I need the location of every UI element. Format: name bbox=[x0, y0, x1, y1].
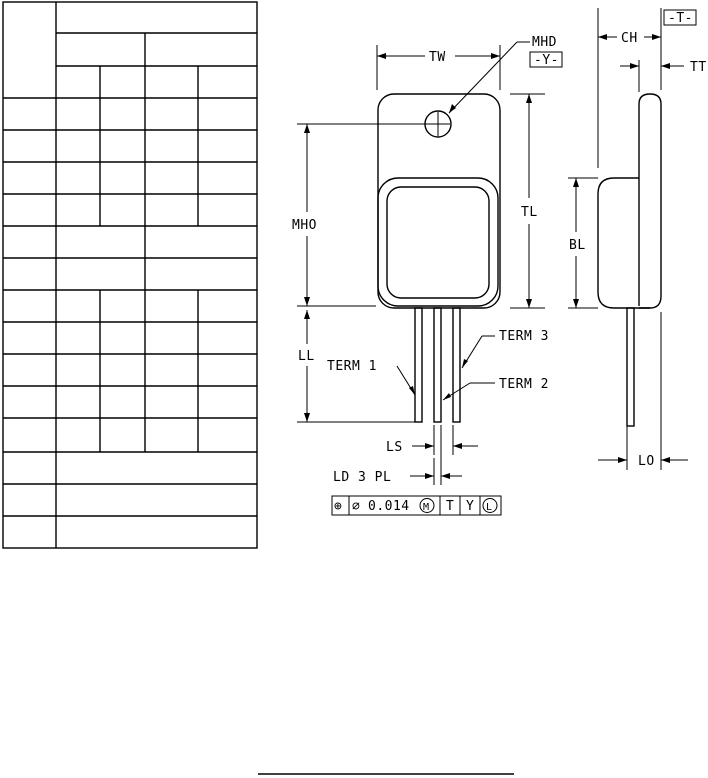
modifier-m: M bbox=[423, 502, 430, 513]
dim-label-tt: TT bbox=[690, 60, 707, 75]
lead-term3 bbox=[452, 307, 461, 423]
side-tab-outline bbox=[638, 93, 662, 309]
front-view: TW MHD -Y- TL MHO LL TERM 1 bbox=[292, 35, 563, 485]
package-body-inner bbox=[386, 186, 490, 299]
dim-label-lo: LO bbox=[638, 454, 655, 469]
position-symbol: ⊕ bbox=[334, 499, 342, 514]
dim-label-tw: TW bbox=[429, 50, 446, 65]
dim-label-ls: LS bbox=[386, 440, 403, 455]
term2-label: TERM 2 bbox=[499, 377, 549, 392]
lead-term2 bbox=[433, 307, 442, 423]
dim-label-ch: CH bbox=[621, 31, 638, 46]
datum-y-ref: Y bbox=[466, 499, 474, 514]
lead-term1 bbox=[414, 307, 423, 423]
datum-y-label: -Y- bbox=[534, 53, 559, 68]
dim-label-bl: BL bbox=[569, 238, 586, 253]
side-view: CH -T- TT BL LO bbox=[568, 8, 707, 470]
datum-t-ref: T bbox=[446, 499, 454, 514]
dim-label-ld: LD 3 PL bbox=[333, 470, 391, 485]
dimension-table bbox=[2, 1, 258, 549]
side-body-outline bbox=[597, 177, 650, 309]
modifier-l: L bbox=[486, 502, 493, 513]
tolerance-value: 0.014 bbox=[368, 499, 410, 514]
package-body-outer bbox=[377, 177, 499, 307]
package-tab-outline bbox=[377, 93, 501, 309]
datum-t-box bbox=[663, 9, 697, 26]
term3-label: TERM 3 bbox=[499, 329, 549, 344]
dim-label-mho: MHO bbox=[292, 218, 317, 233]
term1-label: TERM 1 bbox=[327, 359, 377, 374]
dim-label-mhd: MHD bbox=[532, 35, 557, 50]
feature-control-frame: ⊕ ⌀ 0.014 M T Y L bbox=[331, 495, 502, 516]
dim-label-ll: LL bbox=[298, 349, 315, 364]
datum-y-box bbox=[529, 51, 563, 68]
diameter-symbol: ⌀ bbox=[352, 499, 360, 514]
side-lead bbox=[626, 307, 635, 427]
datum-t-label: -T- bbox=[668, 11, 693, 26]
dim-label-tl: TL bbox=[521, 205, 538, 220]
